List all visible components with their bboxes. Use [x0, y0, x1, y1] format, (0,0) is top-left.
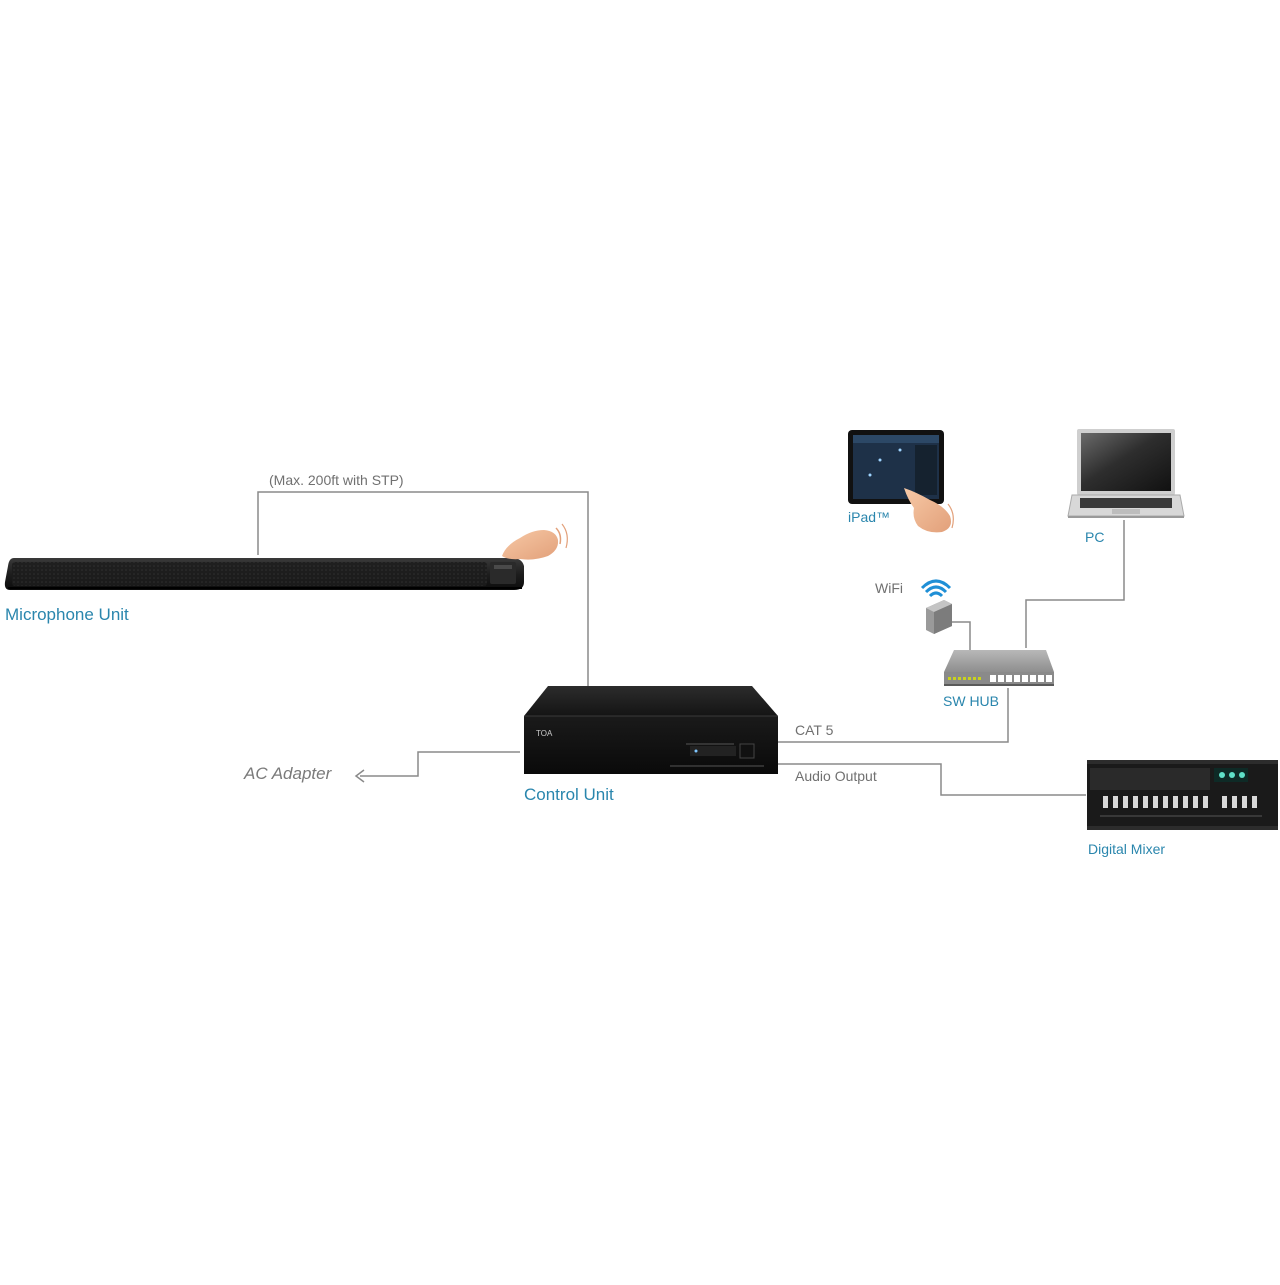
control-to-ac-adapter: [360, 751, 520, 777]
wifi-to-hub: [950, 621, 971, 650]
access-point-icon: [926, 600, 952, 634]
sw-hub-label: SW HUB: [943, 693, 999, 709]
pc-label: PC: [1085, 529, 1105, 545]
control-to-hub-cat5: [778, 688, 1009, 743]
ipad-label: iPad™: [848, 509, 891, 525]
control-unit-icon: TOA: [524, 686, 778, 774]
cable-length-note: (Max. 200ft with STP): [269, 472, 404, 488]
audio-output-label: Audio Output: [795, 768, 877, 784]
tablet-icon: [848, 430, 944, 504]
cat5-label: CAT 5: [795, 722, 834, 738]
laptop-icon: [1067, 429, 1185, 518]
tablet-hand-icon: [904, 488, 954, 533]
digital-mixer-label: Digital Mixer: [1088, 841, 1166, 857]
control-to-mixer-audio: [778, 763, 1086, 796]
hand-touch-icon: [502, 523, 568, 560]
wifi-icon: [920, 579, 952, 598]
wifi-label: WiFi: [875, 580, 903, 596]
control-unit-label: Control Unit: [524, 785, 614, 804]
hub-to-pc: [1025, 520, 1125, 648]
control-unit-brand: TOA: [536, 729, 553, 738]
ac-adapter-arrowhead-icon: [354, 769, 365, 783]
ac-adapter-label: AC Adapter: [244, 764, 332, 783]
switch-hub-icon: [944, 650, 1054, 686]
microphone-unit-label: Microphone Unit: [5, 605, 129, 624]
microphone-unit-icon: [4, 558, 525, 590]
mic-to-control-cable: [257, 491, 589, 686]
connection-lines: [257, 491, 1125, 796]
digital-mixer-icon: [1087, 760, 1278, 830]
